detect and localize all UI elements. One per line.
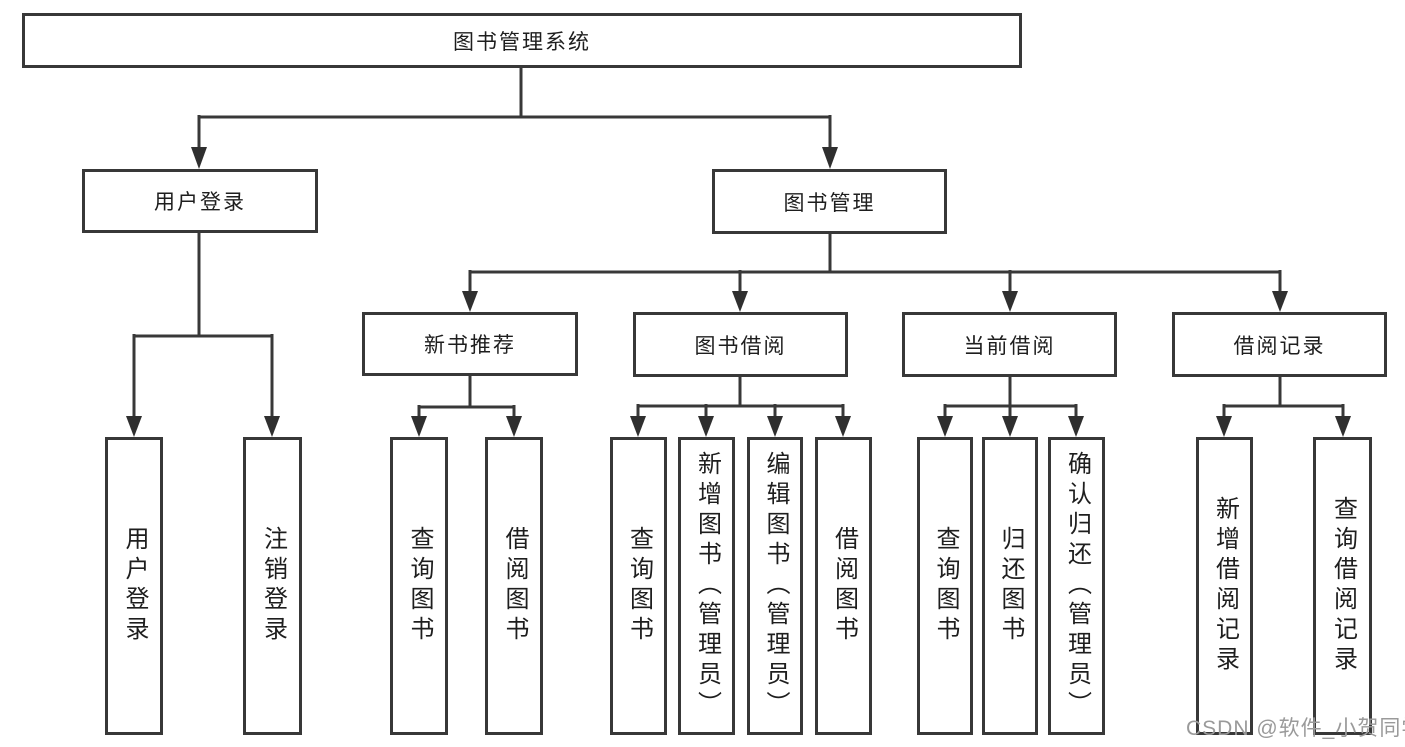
watermark: CSDN @软件_小贺同学 (1186, 717, 1405, 740)
leaf-borrow-books-recommend: 借阅图书 (485, 437, 543, 735)
leaf-confirm-return-admin: 确认归还（管理员） (1048, 437, 1105, 735)
node-user-login: 用户登录 (82, 169, 318, 233)
node-book-borrow: 图书借阅 (633, 312, 848, 377)
leaf-return-books: 归还图书 (982, 437, 1038, 735)
leaf-logout: 注销登录 (243, 437, 302, 735)
leaf-borrow-books: 借阅图书 (815, 437, 872, 735)
node-system-root: 图书管理系统 (22, 13, 1022, 68)
leaf-search-books-current: 查询图书 (917, 437, 973, 735)
arrowhead-group (126, 147, 1351, 437)
leaf-search-books-borrow: 查询图书 (610, 437, 667, 735)
leaf-search-books-recommend: 查询图书 (390, 437, 448, 735)
leaf-add-book-admin: 新增图书（管理员） (678, 437, 735, 735)
leaf-search-borrow-record: 查询借阅记录 (1313, 437, 1372, 735)
leaf-user-login: 用户登录 (105, 437, 163, 735)
leaf-add-borrow-record: 新增借阅记录 (1196, 437, 1253, 735)
node-new-book-recommend: 新书推荐 (362, 312, 578, 376)
node-book-management: 图书管理 (712, 169, 947, 234)
node-current-borrow: 当前借阅 (902, 312, 1117, 377)
node-borrow-records: 借阅记录 (1172, 312, 1387, 377)
leaf-edit-book-admin: 编辑图书（管理员） (747, 437, 803, 735)
